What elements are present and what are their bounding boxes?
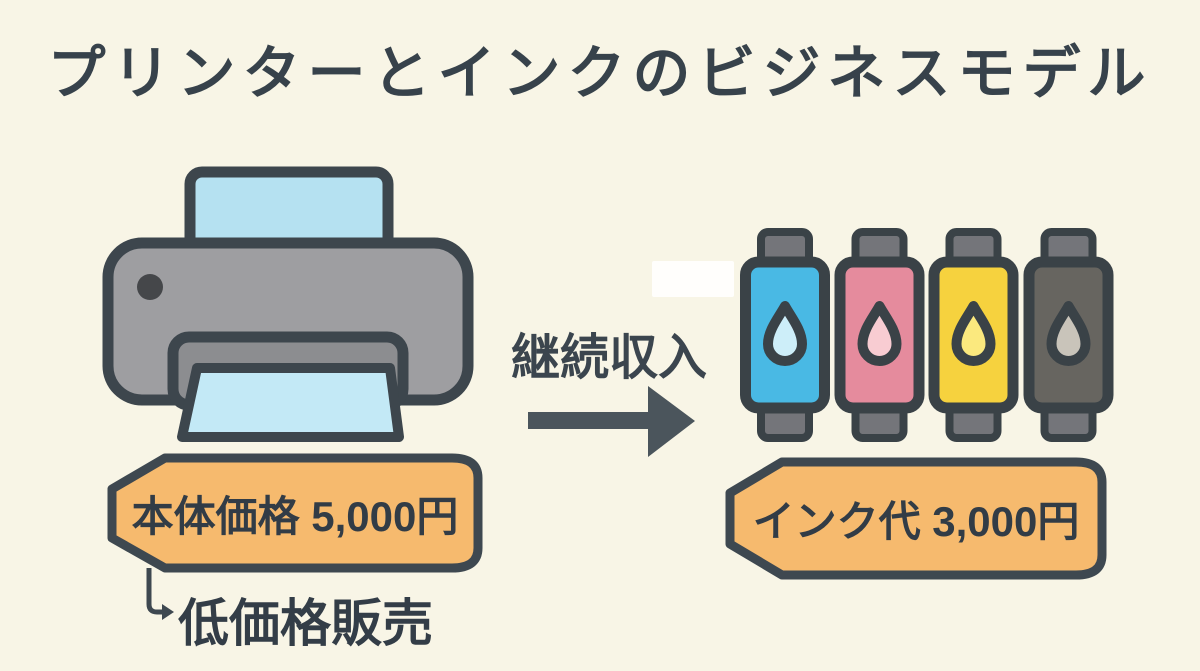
printer-output-paper xyxy=(177,363,404,442)
recurring-revenue-label: 継続収入 xyxy=(510,331,707,385)
printer-price-label: 本体価格 5,000円 xyxy=(131,492,459,540)
page-title: プリンターとインクのビジネスモデル xyxy=(47,41,1153,106)
note-arrow-icon xyxy=(146,568,174,620)
ink-drop-icon xyxy=(857,301,902,366)
ink-drop-icon xyxy=(1046,301,1091,366)
flow-arrow-icon xyxy=(528,386,695,457)
white-patch xyxy=(652,261,734,297)
ink-price-tag xyxy=(725,457,1107,580)
ink-cartridge-yellow xyxy=(928,228,1019,442)
low-price-note: 低価格販売 xyxy=(178,595,434,652)
ink-cartridge-black xyxy=(1023,228,1114,442)
ink-cartridge-cyan xyxy=(740,228,830,442)
ink-cartridge-magenta xyxy=(834,228,925,442)
ink-price-label: インク代 3,000円 xyxy=(752,498,1080,545)
ink-drop-icon xyxy=(763,301,807,366)
printer-illustration xyxy=(102,166,474,442)
printer-price-tag xyxy=(107,453,483,573)
ink-drop-icon xyxy=(951,301,996,366)
printer-indicator-dot xyxy=(137,274,163,300)
